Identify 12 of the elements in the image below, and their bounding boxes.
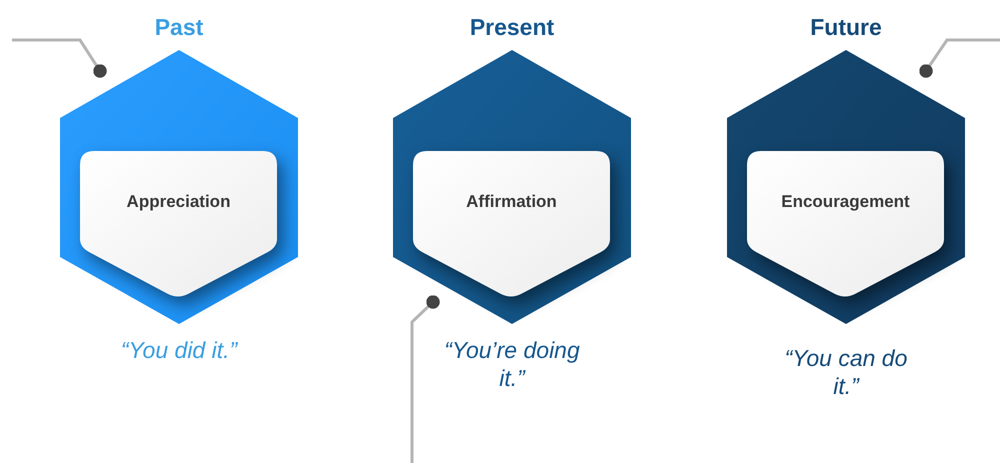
- heading: Future: [810, 13, 882, 42]
- quote-text: “You’re doing it.”: [443, 336, 581, 392]
- leader-line: [410, 295, 440, 463]
- quote-text: “You did it.”: [120, 336, 238, 364]
- card-label: Encouragement: [781, 191, 910, 213]
- leader-line: [919, 38, 1000, 78]
- quote-text: “You can do it.”: [784, 344, 908, 400]
- card-label: Appreciation: [126, 191, 230, 213]
- leader-line: [12, 38, 107, 78]
- card-label: Affirmation: [466, 191, 557, 213]
- heading: Present: [470, 13, 554, 42]
- heading: Past: [154, 13, 204, 42]
